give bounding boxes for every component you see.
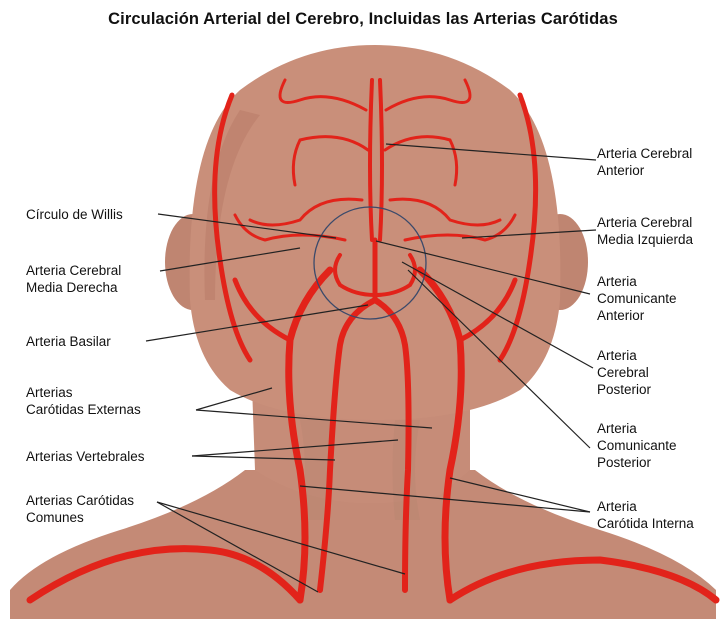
label-circulo-willis: Círculo de Willis — [26, 206, 123, 223]
label-basilar: Arteria Basilar — [26, 333, 111, 350]
label-carotidas-comunes: Arterias Carótidas Comunes — [26, 492, 134, 526]
label-comunicante-anterior: Arteria Comunicante Anterior — [597, 273, 677, 324]
label-cerebral-media-izquierda: Arteria Cerebral Media Izquierda — [597, 214, 693, 248]
label-cerebral-media-derecha: Arteria Cerebral Media Derecha — [26, 262, 121, 296]
label-comunicante-posterior: Arteria Comunicante Posterior — [597, 420, 677, 471]
label-cerebral-posterior: Arteria Cerebral Posterior — [597, 347, 651, 398]
label-carotida-interna: Arteria Carótida Interna — [597, 498, 694, 532]
label-vertebrales: Arterias Vertebrales — [26, 448, 145, 465]
head — [190, 45, 561, 420]
label-cerebral-anterior: Arteria Cerebral Anterior — [597, 145, 692, 179]
label-carotidas-externas: Arterias Carótidas Externas — [26, 384, 141, 418]
